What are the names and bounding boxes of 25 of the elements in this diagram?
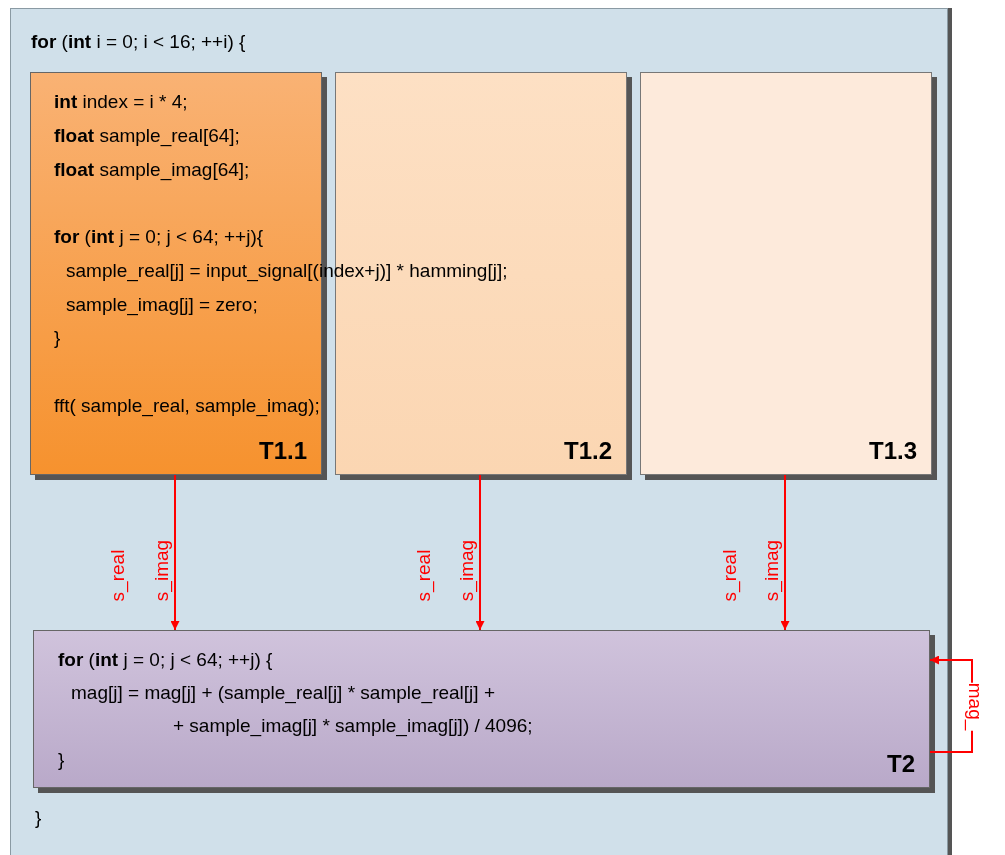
edge-label: s_imag: [152, 539, 172, 601]
task-label: T1.1: [258, 437, 307, 466]
code-line: int index = i * 4;: [54, 91, 188, 114]
signal-label: s_real: [414, 549, 434, 601]
code-line: }: [58, 749, 65, 772]
edge-label: s_imag: [762, 539, 782, 601]
code-line: }: [35, 807, 42, 830]
code-line: mag[j] = mag[j] + (sample_real[j] * sample_real[j] + + sample_imag[j] * sample_imag[j]) / 4096;: [71, 681, 534, 739]
code-line: }: [54, 327, 61, 350]
signal-label: s_real: [720, 549, 740, 601]
code-line: fft( sample_real, sample_imag);: [54, 395, 320, 418]
code-line: float sample_imag[64];: [54, 159, 250, 182]
edge-label: s_imag: [457, 539, 477, 601]
code-line: sample_imag[j] = zero;: [66, 294, 258, 317]
task-label: T2: [887, 750, 915, 779]
signal-label: s_real: [108, 549, 128, 601]
task-label: T1.2: [563, 437, 612, 466]
arrow: [475, 474, 485, 631]
arrow: [780, 474, 790, 631]
code-line: float sample_real[64];: [54, 125, 240, 148]
code-line: for (int j = 0; j < 64; ++j){: [54, 226, 264, 249]
arrow: [170, 474, 180, 631]
task-label: T1.3: [868, 437, 917, 466]
code-line: for (int i = 0; i < 16; ++i) {: [31, 31, 246, 54]
code-line: for (int j = 0; j < 64; ++j) {: [58, 649, 273, 672]
